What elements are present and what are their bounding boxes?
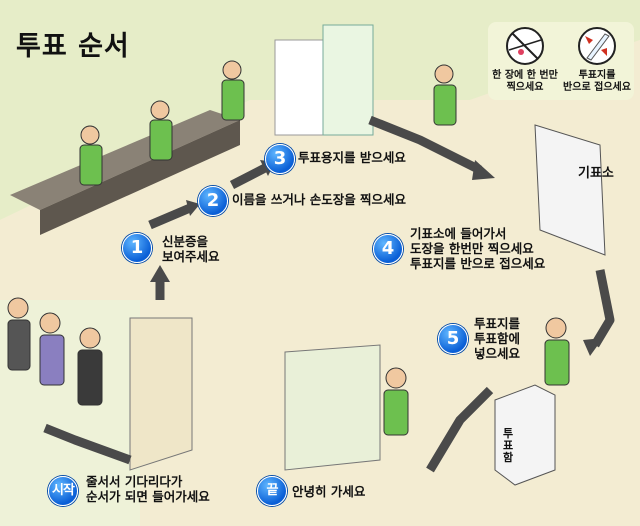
step-5-badge: 5 (438, 324, 468, 354)
tip-fold-ballot: 투표지를 반으로 접으세요 (562, 26, 632, 94)
stamp-once-icon (506, 27, 544, 65)
booth-label: 기표소 (578, 166, 614, 181)
end-badge: 끝 (257, 476, 287, 506)
step-4-label: 기표소에 들어가서 도장을 한번만 찍으세요 투표지를 반으로 접으세요 (410, 226, 546, 271)
exit-door (284, 344, 381, 471)
step-2-badge: 2 (198, 186, 228, 216)
tip-stamp-once: 한 장에 한 번만 찍으세요 (490, 26, 560, 94)
ballot-paper (322, 24, 374, 136)
end-label: 안녕히 가세요 (292, 484, 366, 499)
ballot-paper (274, 39, 326, 136)
tip-stamp-once-text: 한 장에 한 번만 찍으세요 (492, 70, 558, 93)
start-badge: 시작 (48, 476, 78, 506)
entry-door (129, 317, 193, 471)
ballot-box-label: 투표함 (503, 427, 514, 464)
desk-front (40, 120, 240, 235)
start-label: 줄서서 기다리다가 순서가 되면 들어가세요 (86, 474, 210, 504)
step-3-label: 투표용지를 받으세요 (298, 150, 406, 165)
tips-box: 한 장에 한 번만 찍으세요 투표지를 반으로 접으세요 (488, 22, 634, 100)
ballot-box (494, 384, 556, 486)
voting-booth (534, 124, 606, 256)
back-wall (0, 0, 640, 220)
step-3-badge: 3 (265, 144, 295, 174)
step-1-badge: 1 (122, 233, 152, 263)
step-4-badge: 4 (373, 234, 403, 264)
route-path (43, 115, 615, 473)
page-title: 투표 순서 (16, 31, 130, 62)
fold-ballot-icon (578, 27, 616, 65)
tip-fold-ballot-text: 투표지를 반으로 접으세요 (563, 70, 631, 93)
step-2-label: 이름을 쓰거나 손도장을 찍으세요 (232, 192, 407, 207)
step-5-label: 투표지를 투표함에 넣으세요 (474, 316, 521, 361)
desk-top (10, 110, 240, 210)
entry-wall (0, 300, 140, 526)
step-1-label: 신분증을 보여주세요 (162, 234, 220, 264)
